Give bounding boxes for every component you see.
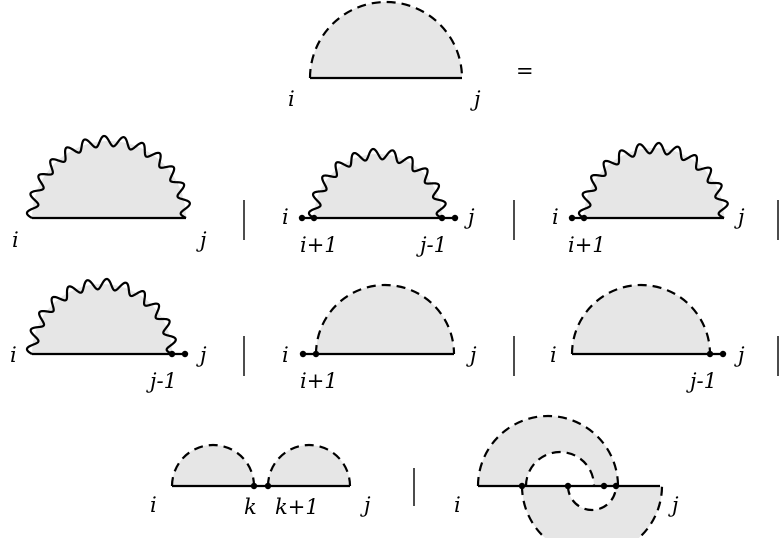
label-i: i (282, 343, 289, 367)
label-j-minus-1: j-1 (686, 369, 717, 393)
row1-wavy-arc-diagram (25, 134, 191, 220)
lhs-dashed-arc-diagram (308, 0, 464, 80)
row1-wavy-arc-both-dots-diagram (298, 147, 459, 222)
label-i: i (150, 493, 157, 517)
label-i: i (454, 493, 461, 517)
label-i: i (12, 228, 19, 252)
label-i-plus-1: i+1 (568, 233, 606, 257)
label-i-plus-1: i+1 (300, 369, 338, 393)
label-j: j (196, 228, 207, 252)
label-i-plus-1: i+1 (300, 233, 338, 257)
label-i: i (282, 205, 289, 229)
label-i: i (550, 343, 557, 367)
row2-dashed-arc-right-dots-diagram (570, 283, 727, 358)
label-k-plus-1: k+1 (275, 495, 319, 519)
label-i: i (288, 87, 295, 111)
equals-sign: = (516, 59, 534, 83)
label-i: i (10, 343, 17, 367)
label-j: j (360, 493, 371, 517)
label-j: j (466, 343, 477, 367)
label-j: j (196, 343, 207, 367)
label-j: j (470, 87, 481, 111)
label-i: i (552, 205, 559, 229)
label-j-minus-1: j-1 (416, 233, 447, 257)
row2-wavy-arc-right-dots-diagram (25, 277, 189, 358)
label-j-minus-1: j-1 (146, 369, 177, 393)
row3-crossing-dashed-arcs-diagram (476, 414, 664, 538)
label-k: k (244, 495, 257, 519)
label-j: j (734, 343, 745, 367)
label-j: j (734, 205, 745, 229)
row1-wavy-arc-left-dots-diagram (568, 141, 729, 222)
row3-split-dashed-arcs-diagram (170, 443, 352, 490)
label-j: j (668, 493, 679, 517)
row2-dashed-arc-left-dots-diagram (299, 283, 456, 358)
label-j: j (464, 205, 475, 229)
